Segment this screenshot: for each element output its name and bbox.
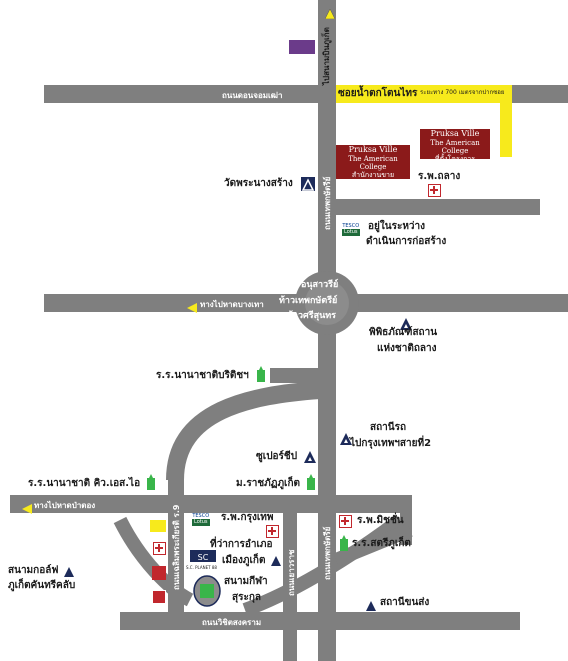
transport-station-icon bbox=[365, 597, 377, 616]
pruksa-sales-sub: The American College bbox=[348, 154, 398, 171]
shop-logo-icon-2 bbox=[152, 566, 166, 580]
bus-station-line1: สถานีรถ bbox=[370, 422, 407, 433]
road-label-yaowarat: ถนนเยาวราช bbox=[287, 549, 296, 596]
road-label-airport: ไปสนามบินภูเก็ต bbox=[322, 27, 331, 85]
to-bang-tao-label: ทางไปหาดบางเทา bbox=[200, 300, 264, 309]
wat-phra-nang-sang-label: วัดพระนางสร้าง bbox=[224, 178, 293, 189]
under-construction-line2: ดำเนินการก่อสร้าง bbox=[366, 236, 447, 247]
pruksa-site-name: Pruksa Ville bbox=[430, 129, 480, 138]
wichit-songkhram-road bbox=[120, 612, 520, 630]
golf-line2: ภูเก็ตคันทรีคลับ bbox=[8, 580, 76, 591]
west-arrow-icon-bangtao bbox=[187, 298, 197, 317]
school-icon-qsi bbox=[145, 474, 157, 494]
chalermprakiat-road bbox=[168, 470, 184, 625]
tesco-lotus-logo-top: TESCO Lotus bbox=[342, 224, 360, 236]
to-patong-label: ทางไปหาดป่าตอง bbox=[34, 501, 96, 510]
lower-road bbox=[10, 495, 410, 513]
pruksa-sales-name: Pruksa Ville bbox=[348, 145, 398, 154]
road-label-wichit-songkhram: ถนนวิชิตสงคราม bbox=[202, 618, 262, 627]
shop-logo-icon-3 bbox=[152, 590, 166, 604]
school-icon-british bbox=[255, 366, 267, 386]
tesco-text: TESCO bbox=[342, 223, 360, 229]
supercheap-logo-icon: SC bbox=[190, 550, 216, 568]
british-school-road bbox=[270, 368, 320, 383]
school-icon-satri bbox=[338, 535, 350, 555]
hospital-icon-bangkok bbox=[266, 525, 279, 538]
tesco-text-lower: TESCO bbox=[192, 513, 210, 519]
super-cheap-label: ซูเปอร์ชีป bbox=[256, 451, 298, 462]
soi-label: ซอยน้ำตกโตนไทร bbox=[338, 88, 418, 99]
hospital-icon-left bbox=[153, 542, 166, 555]
monument-label-3: ท้าวศรีสุนทร bbox=[287, 311, 336, 321]
road-label-thepkasattri-south: ถนนเทพกษัตรีย์ bbox=[323, 526, 332, 580]
shop-logo-icon-1 bbox=[150, 520, 166, 532]
pruksa-site-sub: The American College bbox=[430, 138, 480, 155]
thalang-hospital-label: ร.พ.ถลาง bbox=[418, 171, 461, 182]
district-office-line1: ที่ว่าการอำเภอ bbox=[210, 539, 273, 550]
rajabhat-label: ม.ราชภัฏภูเก็ต bbox=[236, 478, 301, 489]
golf-line1: สนามกอล์ฟ bbox=[8, 565, 59, 576]
stadium-line1: สนามกีฬา bbox=[224, 576, 268, 587]
bus-station-line2: ไปกรุงเทพฯสายที่2 bbox=[350, 438, 432, 449]
soi-highlight bbox=[336, 85, 512, 103]
west-arrow-icon-patong bbox=[22, 499, 32, 518]
bus-station-icon bbox=[339, 431, 353, 450]
british-school-label: ร.ร.นานาชาติบริติชฯ bbox=[156, 370, 249, 381]
district-office-line2: เมืองภูเก็ต bbox=[222, 555, 266, 566]
distance-note: ระยะทาง 700 เมตรจากปากซอย bbox=[420, 89, 505, 96]
mission-hospital-label: ร.พ.มิชชั่น bbox=[357, 515, 404, 526]
museum-line1: พิพิธภัณฑ์สถาน bbox=[369, 327, 438, 338]
district-office-icon bbox=[270, 552, 282, 571]
road-label-chalermprakiat: ถนนเฉลิมพระเกียรติ ร.9 bbox=[172, 504, 181, 590]
pruksa-site-note: ที่ตั้งโครงการ bbox=[434, 155, 476, 164]
svg-text:SC: SC bbox=[198, 553, 209, 562]
monument-label-1: อนุสาวรีย์ bbox=[301, 280, 339, 290]
bangkok-hospital-label: ร.พ.กรุงเทพ bbox=[221, 512, 274, 523]
pruksa-project-site: Pruksa Ville The American College ที่ตั้… bbox=[420, 129, 490, 163]
curved-road-north bbox=[166, 381, 321, 481]
monument-label-2: ท้าวเทพกษัตรีย์ bbox=[279, 296, 338, 306]
transport-station-label: สถานีขนส่ง bbox=[380, 597, 430, 608]
branch-road bbox=[336, 199, 540, 215]
pruksa-sales-office: Pruksa Ville The American College สำนักง… bbox=[336, 145, 410, 179]
satri-school-label: ร.ร.สตรีภูเก็ต bbox=[352, 538, 411, 549]
tesco-lotus-logo-lower: TESCO Lotus bbox=[192, 514, 210, 526]
stadium-line2: สุระกุล bbox=[232, 592, 262, 603]
golf-icon bbox=[63, 563, 75, 582]
under-construction-line1: อยู่ในระหว่าง bbox=[368, 221, 426, 232]
road-label-don-chom-thao: ถนนดอนจอมเฒ่า bbox=[222, 91, 283, 100]
museum-line2: แห่งชาติถลาง bbox=[377, 343, 437, 354]
super-cheap-icon bbox=[303, 449, 317, 468]
road-label-thepkasattri-north: ถนนเทพกษัตรีย์ bbox=[323, 176, 332, 230]
lotus-text: Lotus bbox=[342, 229, 360, 236]
soi-highlight-down bbox=[500, 85, 512, 157]
school-icon-rajabhat bbox=[305, 474, 317, 494]
pruksa-sales-note: สำนักงานขาย bbox=[351, 171, 395, 180]
qsi-school-label: ร.ร.นานาชาติ คิว.เอส.ไอ bbox=[28, 478, 141, 489]
college-logo-icon bbox=[289, 40, 315, 54]
hospital-icon-mission bbox=[339, 515, 352, 528]
lotus-text-lower: Lotus bbox=[192, 519, 210, 526]
hospital-icon-thalang bbox=[428, 184, 441, 197]
museum-icon bbox=[399, 316, 413, 335]
supercheap-logo-text: S.C. PLANET 88 bbox=[186, 565, 217, 570]
stadium-icon bbox=[193, 575, 221, 607]
temple-icon bbox=[301, 177, 315, 191]
